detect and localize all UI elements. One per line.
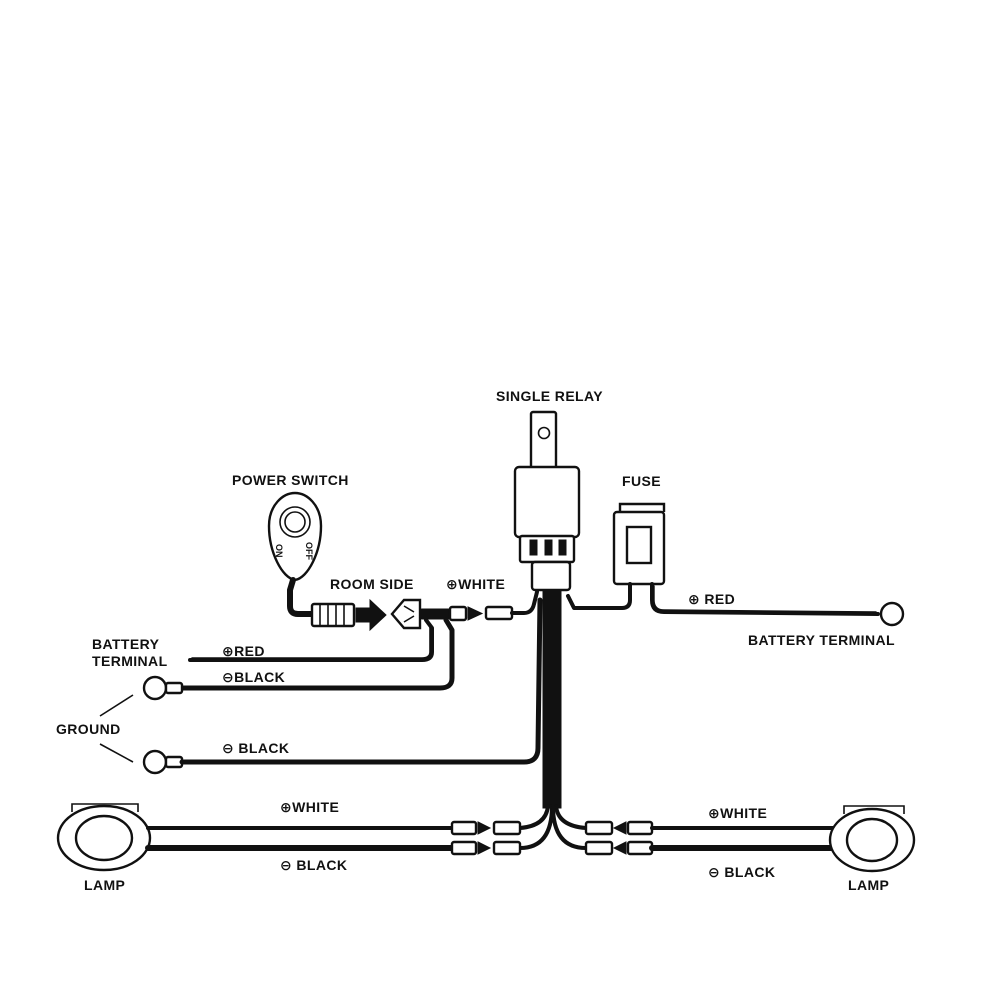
relay-to-fuse-wire: [566, 582, 632, 610]
switch-off-label: OFF: [304, 542, 314, 560]
black-wire-left-lamp-label: ⊖ BLACK: [280, 857, 347, 873]
switch-plug-connector: [310, 602, 356, 628]
lamp-right: [828, 805, 916, 873]
white-wire-connector: [448, 605, 514, 622]
lamp-right-bracket: [843, 805, 905, 814]
left-lamp-black-connector: [450, 840, 522, 856]
relay-boot: [530, 560, 572, 592]
red-wire-right-label: ⊕ RED: [688, 591, 735, 607]
black-wire-lower-label: ⊖ BLACK: [222, 740, 289, 756]
battery-terminal-right-label: BATTERY TERMINAL: [748, 632, 895, 648]
room-side-arrow-icon: [355, 598, 387, 632]
right-lamp-black-connector: [584, 840, 654, 856]
black-wire-right-lamp-label: ⊖ BLACK: [708, 864, 775, 880]
relay-pin: [558, 539, 567, 556]
relay-pin: [529, 539, 538, 556]
white-wire-to-relay: [510, 590, 539, 615]
battery-terminal-left-label-line2: TERMINAL: [92, 653, 168, 669]
red-wire-inner: [191, 625, 431, 659]
red-wire-right-inner: [653, 585, 877, 613]
lamp-left-bracket: [71, 803, 139, 812]
power-switch[interactable]: ON OFF: [267, 491, 323, 582]
black-wire-to-ground-upper: [165, 617, 455, 691]
red-wire-to-battery-left: [188, 618, 434, 662]
power-button-inner: [284, 511, 306, 533]
lamp-left-label: LAMP: [84, 877, 125, 893]
ground-pointer-lower: [99, 743, 134, 763]
room-side-label: ROOM SIDE: [330, 576, 414, 592]
socket-loom: [419, 608, 451, 620]
fuse-label: FUSE: [622, 473, 661, 489]
black-wire-upper-label: ⊖BLACK: [222, 669, 285, 685]
battery-terminal-left-label-line1: BATTERY: [92, 636, 160, 652]
white-wire-right-lamp-label: ⊕WHITE: [708, 805, 767, 821]
ground-ring-crimp-upper: [164, 681, 184, 695]
ground-label: GROUND: [56, 721, 121, 737]
loom-split-right-black: [551, 804, 588, 850]
room-side-socket: [390, 598, 422, 630]
switch-lead-wire: [287, 577, 317, 617]
single-relay: [513, 410, 581, 592]
relay-housing: [513, 465, 581, 539]
relay-mounting-tab: [529, 410, 558, 472]
right-lamp-white-connector: [584, 820, 654, 836]
white-wire-left-lamp-label: ⊕WHITE: [280, 799, 339, 815]
ground-ring-terminal-lower: [142, 749, 168, 775]
black-wire-to-ground-lower: [179, 597, 543, 765]
relay-pin: [544, 539, 553, 556]
switch-lead-wire-inner: [289, 580, 313, 613]
left-lamp-white-connector: [450, 820, 522, 836]
switch-on-label: ON: [274, 544, 284, 558]
loom-split-left-white: [518, 804, 550, 830]
power-switch-label: POWER SWITCH: [232, 472, 349, 488]
loom-split-right-white: [554, 804, 588, 830]
lamp-left: [56, 803, 152, 872]
fuse-cap: [618, 502, 666, 512]
single-relay-label: SINGLE RELAY: [496, 388, 603, 404]
lamp-right-label: LAMP: [848, 877, 889, 893]
relay-main-loom: [542, 589, 562, 809]
power-button-icon[interactable]: [279, 506, 311, 538]
fuse-holder: [612, 502, 666, 586]
relay-mounting-hole: [537, 426, 551, 440]
battery-ring-terminal-right: [879, 601, 905, 627]
ground-ring-terminal-upper: [142, 675, 168, 701]
white-wire-relay-label: ⊕WHITE: [446, 576, 505, 592]
red-wire-to-battery-right: [650, 582, 880, 616]
ground-pointer-upper: [99, 694, 134, 717]
fuse-window: [625, 525, 653, 565]
red-wire-left-label: ⊕RED: [222, 643, 265, 659]
